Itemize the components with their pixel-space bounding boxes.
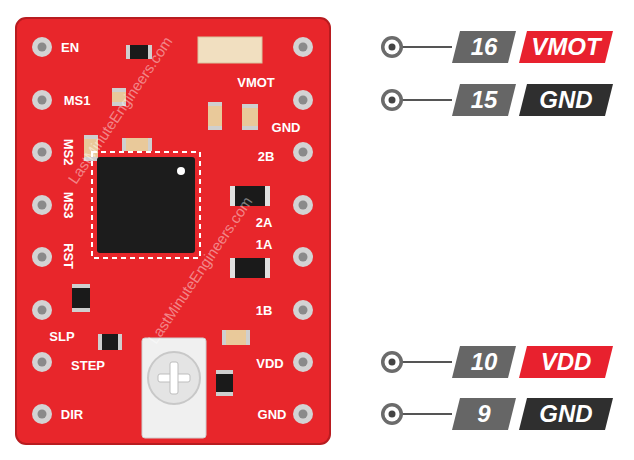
pin-label: SLP [49, 330, 74, 343]
pin-label: RST [62, 243, 75, 269]
tag-text: VDD [541, 350, 592, 374]
tag-fill [452, 346, 516, 378]
pin-label: 2B [258, 150, 275, 163]
pin-label: STEP [71, 359, 105, 372]
pin-holes-right [293, 37, 313, 424]
potentiometer [142, 338, 206, 438]
pin-label: GND [258, 408, 287, 421]
pin-name-tag: VMOT [519, 31, 613, 63]
tag-fill [452, 31, 516, 63]
callout-pins [381, 36, 452, 425]
tag-fill [519, 346, 613, 378]
pin-holes-left [32, 37, 52, 424]
tag-fill [452, 398, 516, 430]
callout-number: 10 [452, 346, 516, 378]
callout-number: 16 [452, 31, 516, 63]
tag-text: 9 [477, 402, 490, 426]
tag-text: GND [539, 88, 592, 112]
watermark: LastMinuteEngineers.com [145, 194, 254, 346]
pin-label: MS2 [62, 139, 75, 166]
tag-text: 15 [471, 88, 498, 112]
pin-label: MS3 [62, 192, 75, 219]
tag-fill [519, 84, 613, 116]
tag-fill [519, 31, 613, 63]
pin-label: EN [61, 41, 79, 54]
pin-label: MS1 [64, 94, 91, 107]
pin-name-tag: VDD [519, 346, 613, 378]
tag-fill [519, 398, 613, 430]
tag-text: 10 [471, 350, 498, 374]
pin-label: GND [272, 121, 301, 134]
tag-text: GND [539, 402, 592, 426]
driver-chip [92, 152, 200, 258]
pin-label: VDD [256, 357, 283, 370]
pin-label: VMOT [237, 76, 275, 89]
pin-label: DIR [61, 408, 83, 421]
pin-label: 1B [256, 304, 273, 317]
tag-text: VMOT [531, 35, 600, 59]
tag-fill [452, 84, 516, 116]
pin-name-tag: GND [519, 84, 613, 116]
callout-number: 9 [452, 398, 516, 430]
pin-label: 1A [256, 238, 273, 251]
pin-name-tag: GND [519, 398, 613, 430]
watermark: LastMinuteEngineers.com [65, 34, 174, 186]
driver-board [16, 18, 330, 444]
callout-number: 15 [452, 84, 516, 116]
pin-label: 2A [256, 216, 273, 229]
tag-text: 16 [471, 35, 498, 59]
